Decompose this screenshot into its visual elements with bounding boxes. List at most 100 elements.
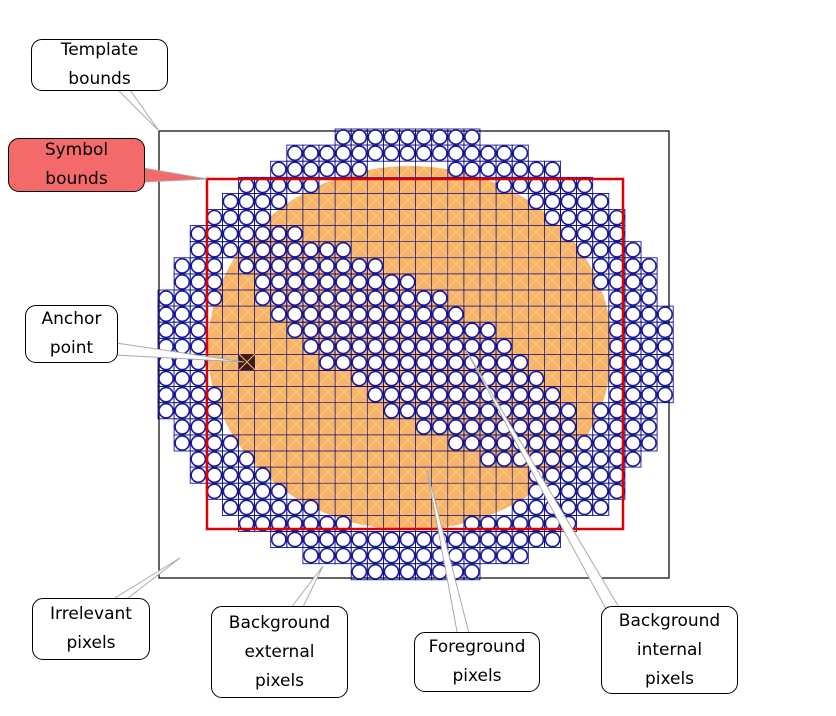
background-pixel-circle [399,273,416,290]
background-pixel-circle [238,499,255,516]
background-pixel-circle [319,322,335,339]
background-pixel-circle [335,161,352,178]
background-pixel-circle [431,370,448,387]
background-pixel-circle [383,322,400,339]
background-pixel-circle [319,145,335,162]
background-pixel-circle [528,161,545,178]
background-pixel-circle [480,338,496,355]
background-pixel-circle [625,370,641,387]
background-pixel-circle [431,386,448,403]
callout-foreground-pixels-text: Foreground pixels [428,637,526,686]
background-pixel-circle [641,338,657,355]
background-pixel-circle [367,531,384,548]
background-pixel-circle [367,370,384,387]
background-pixel-circle [415,531,432,548]
background-pixel-circle [319,241,335,258]
background-pixel-circle [512,547,529,564]
background-pixel-circle [351,257,368,274]
background-pixel-circle [480,451,496,467]
background-pixel-circle [576,193,593,210]
background-pixel-circle [238,467,255,484]
background-pixel-circle [431,402,448,419]
background-pixel-circle [641,370,657,387]
background-pixel-circle [480,354,496,371]
background-pixel-circle [464,563,480,580]
background-pixel-circle [528,515,545,532]
background-pixel-circle [560,451,577,467]
background-pixel-circle [238,483,255,500]
background-pixel-circle [625,451,641,467]
background-pixel-circle [464,129,480,145]
background-pixel-circle [464,531,480,548]
background-pixel-circle [174,435,191,451]
background-pixel-circle [576,225,593,242]
background-pixel-circle [496,161,513,178]
background-pixel-circle [464,402,480,419]
background-pixel-circle [496,370,513,387]
background-pixel-circle [302,161,319,178]
callout-background-internal: Background internal pixels [601,606,738,694]
background-pixel-circle [512,531,529,548]
background-pixel-circle [399,322,416,339]
background-pixel-circle [480,145,496,162]
background-pixel-circle [464,322,480,339]
background-pixel-circle [206,257,223,274]
background-pixel-circle [480,322,496,339]
background-pixel-circle [415,563,432,580]
background-pixel-circle [190,290,207,306]
background-pixel-circle [447,547,464,564]
background-pixel-circle [206,273,223,290]
background-pixel-circle [657,354,673,371]
background-pixel-circle [415,145,432,162]
background-pixel-circle [302,306,319,323]
background-pixel-circle [592,225,609,242]
background-pixel-circle [174,402,191,419]
background-pixel-circle [399,402,416,419]
background-pixel-circle [560,499,577,516]
background-pixel-cell [592,498,610,516]
background-pixel-circle [367,322,384,339]
background-pixel-circle [528,418,545,435]
callout-symbol-bounds-text: Symbol bounds [44,140,109,189]
background-pixel-circle [190,435,207,451]
background-pixel-circle [625,435,641,451]
background-pixel-circle [206,451,223,467]
background-pixel-circle [592,499,609,516]
background-pixel-circle [544,161,561,178]
background-pixel-circle [415,547,432,564]
background-pixel-circle [351,354,368,371]
callout-background-internal-text: Background internal pixels [618,610,721,689]
background-pixel-circle [319,161,335,178]
background-pixel-circle [431,354,448,371]
background-pixel-circle [158,290,174,306]
background-pixel-circle [399,547,416,564]
background-pixel-circle [496,531,513,548]
background-pixel-circle [415,129,432,145]
background-pixel-circle [592,467,609,484]
callout-template-bounds-text: Template bounds [60,40,139,89]
background-pixel-circle [302,338,319,355]
background-pixel-circle [335,257,352,274]
background-pixel-circle [544,418,561,435]
background-pixel-circle [254,177,271,194]
background-pixel-circle [174,273,191,290]
background-pixel-circle [625,290,641,306]
background-pixel-circle [528,370,545,387]
background-pixel-circle [528,193,545,210]
background-pixel-circle [238,241,255,258]
background-pixel-circle [592,209,609,226]
background-pixel-circle [222,241,239,258]
pixel-grid [157,128,674,581]
background-pixel-circle [512,499,529,516]
background-pixel-circle [415,322,432,339]
background-pixel-circle [270,499,287,516]
background-pixel-circle [447,306,464,323]
background-pixel-circle [560,177,577,194]
background-pixel-circle [270,257,287,274]
background-pixel-circle [190,451,207,467]
background-pixel-circle [174,418,191,435]
background-pixel-circle [351,370,368,387]
background-pixel-circle [351,338,368,355]
background-pixel-circle [254,257,271,274]
background-pixel-circle [625,241,641,258]
